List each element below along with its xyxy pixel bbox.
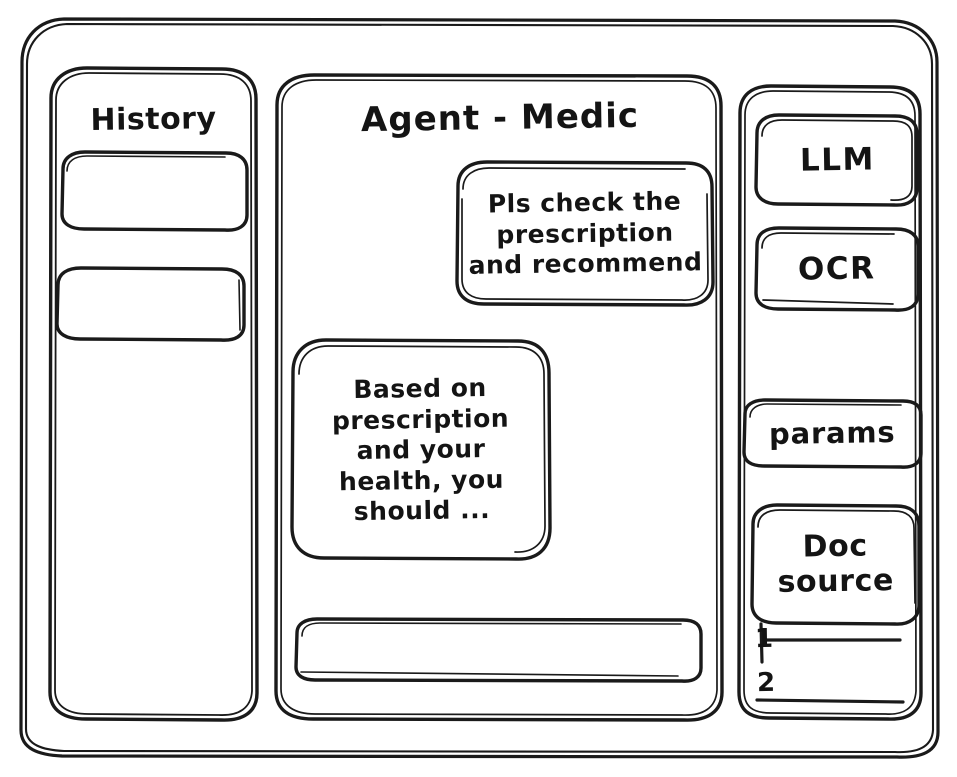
llm-chip[interactable]: LLM bbox=[756, 115, 918, 206]
ocr-chip-label: OCR bbox=[797, 249, 876, 288]
doc-source-item-1[interactable]: 1 bbox=[750, 618, 784, 662]
doc-source-label-line-1: Doc bbox=[802, 528, 869, 565]
assistant-message-bubble[interactable]: Based on prescription and your health, y… bbox=[292, 340, 550, 560]
assistant-message-line-3: and your bbox=[356, 433, 486, 465]
params-chip-label: params bbox=[768, 415, 896, 452]
sidebar-item-history-2[interactable] bbox=[57, 268, 244, 340]
message-input[interactable] bbox=[296, 619, 702, 682]
doc-source-chip[interactable]: Doc source bbox=[752, 505, 919, 624]
user-message-bubble[interactable]: Pls check the prescription and recommend bbox=[457, 162, 713, 306]
doc-source-item-1-label: 1 bbox=[754, 623, 774, 655]
doc-source-item-2[interactable]: 2 bbox=[752, 662, 786, 706]
doc-source-chip-label: Doc source bbox=[751, 528, 919, 600]
assistant-message-line-5: should ... bbox=[353, 494, 491, 526]
user-message-text: Pls check the prescription and recommend bbox=[456, 186, 713, 282]
params-chip[interactable]: params bbox=[744, 400, 921, 468]
user-message-line-3: and recommend bbox=[468, 247, 703, 281]
history-panel-title: History bbox=[90, 100, 217, 138]
doc-source-item-2-label: 2 bbox=[756, 667, 776, 699]
assistant-message-line-1: Based on bbox=[353, 372, 487, 404]
user-message-line-2: prescription bbox=[496, 217, 674, 250]
llm-chip-label: LLM bbox=[799, 141, 875, 179]
ocr-chip[interactable]: OCR bbox=[756, 228, 918, 311]
sidebar-item-history-1[interactable] bbox=[62, 152, 247, 230]
assistant-message-text: Based on prescription and your health, y… bbox=[291, 372, 551, 529]
page-title: Agent - Medic bbox=[360, 96, 640, 141]
user-message-line-1: Pls check the bbox=[487, 186, 682, 219]
assistant-message-line-4: health, you bbox=[338, 463, 505, 496]
doc-source-label-line-2: source bbox=[777, 562, 895, 600]
assistant-message-line-2: prescription bbox=[331, 402, 510, 435]
